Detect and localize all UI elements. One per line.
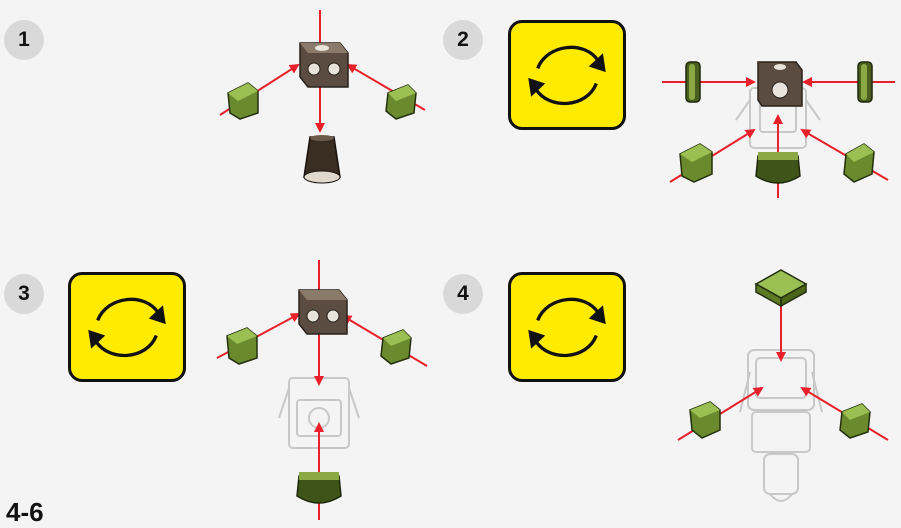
green-slope-brick-icon <box>689 401 721 439</box>
green-slope-brick-icon <box>385 84 417 120</box>
red-insertion-arrow-icon <box>800 128 889 181</box>
rotate-model-icon <box>508 20 626 130</box>
flat-tile-brick-icon <box>754 269 808 308</box>
green-slope-brick-icon <box>755 152 801 184</box>
flat-tile-brick-icon <box>857 61 873 103</box>
connector-cube-icon <box>757 61 803 107</box>
cone-brick-icon <box>303 135 341 184</box>
green-slope-brick-icon <box>227 82 259 120</box>
step-number-3: 3 <box>4 274 44 314</box>
green-slope-brick-icon <box>679 143 713 183</box>
green-slope-brick-icon <box>843 143 875 183</box>
connector-cube-icon <box>298 289 348 335</box>
page-label: 4-6 <box>6 497 44 527</box>
step-3-assembly <box>216 260 428 520</box>
green-slope-brick-icon <box>296 472 342 504</box>
step-4-assembly <box>677 269 889 502</box>
rotate-model-icon <box>68 272 186 382</box>
step-1-assembly <box>219 10 426 184</box>
green-slope-brick-icon <box>226 327 258 365</box>
step-number-2: 2 <box>443 20 483 60</box>
step-number-1: 1 <box>4 20 44 60</box>
step-number-4: 4 <box>443 274 483 314</box>
step-2-assembly <box>662 61 895 198</box>
green-slope-brick-icon <box>839 403 871 439</box>
ghost-robot-body <box>739 349 823 502</box>
green-slope-brick-icon <box>380 329 412 365</box>
rotate-model-icon <box>508 272 626 382</box>
connector-cube-icon <box>299 42 349 88</box>
flat-tile-brick-icon <box>685 61 701 103</box>
